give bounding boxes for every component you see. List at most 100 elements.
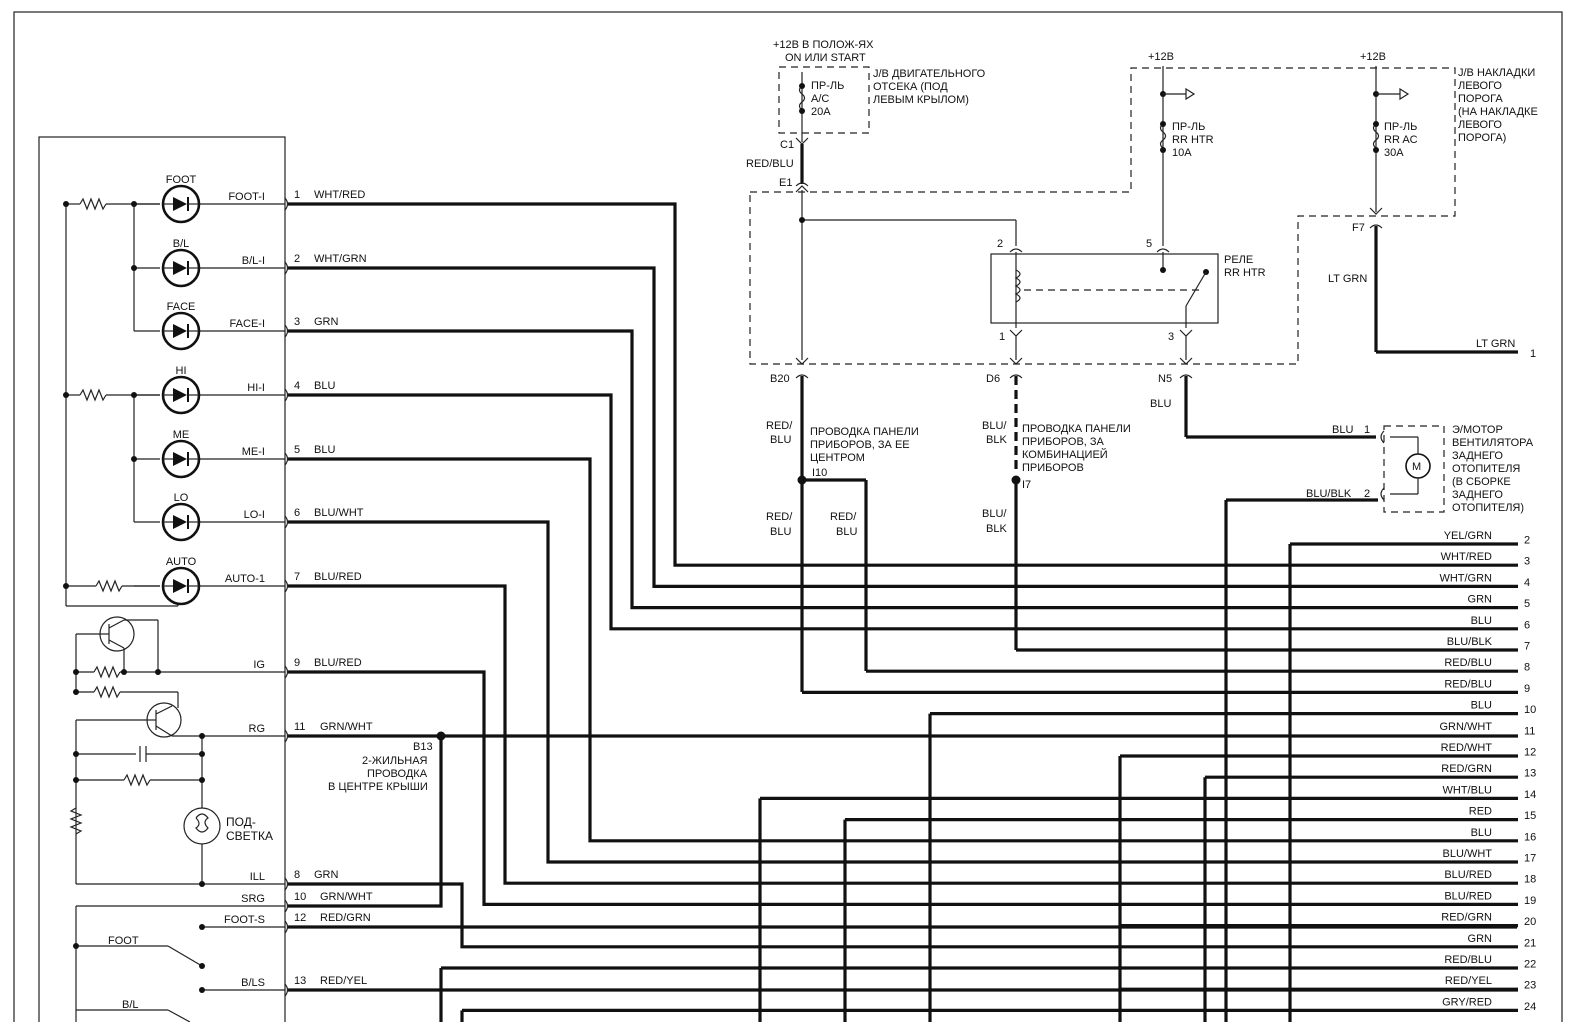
- right-pin-wire: RED/BLU: [1444, 657, 1492, 669]
- motor-wire-blu: BLU: [1332, 424, 1353, 436]
- right-pin-number: 4: [1524, 577, 1530, 589]
- pin-name: RG: [249, 723, 266, 735]
- sill-jb-2: ЛЕВОГО: [1458, 80, 1502, 92]
- wire-bl-i: [288, 266, 1518, 589]
- pin-wire-color: GRN: [314, 869, 339, 881]
- wire-blu-blk-2b: BLK: [986, 523, 1007, 535]
- sill-jb-3: ПОРОГА: [1458, 93, 1503, 105]
- led-label: HI: [176, 365, 187, 377]
- fuse-rrac-2: RR AC: [1384, 134, 1418, 146]
- led-label: LO: [174, 492, 189, 504]
- pin-number: 10: [294, 891, 306, 903]
- switch-foot-label: FOOT: [108, 935, 139, 947]
- right-pin-wire: RED: [1469, 806, 1492, 818]
- right-pin-wire: GRY/RED: [1442, 996, 1492, 1008]
- conn-c1: C1: [780, 139, 794, 151]
- right-pin-number: 16: [1524, 831, 1536, 843]
- plus12-a: +12В: [1148, 51, 1174, 63]
- fuse-rrhtr-3: 10A: [1172, 147, 1192, 159]
- led-auto-row: AUTO: [63, 556, 285, 606]
- right-pin-wire: BLU/BLK: [1447, 636, 1493, 648]
- conn-d6: D6: [986, 373, 1000, 385]
- engine-jb-1: J/B ДВИГАТЕЛЬНОГО: [873, 68, 986, 80]
- pin-number: 3: [294, 316, 300, 328]
- pin-name: B/LS: [241, 977, 265, 989]
- right-pin-wire: BLU/RED: [1444, 869, 1492, 881]
- right-pin-wire: RED/GRN: [1441, 912, 1492, 924]
- right-pin-16: BLU 16: [1471, 827, 1537, 844]
- motor-wire-blu-blk: BLU/BLK: [1306, 488, 1352, 500]
- wire-red-blu-top: RED/BLU: [746, 158, 794, 170]
- right-pin-number: 22: [1524, 959, 1536, 971]
- wire-hi-i: [288, 393, 1518, 631]
- relay-rrhtr-box: [990, 253, 1219, 324]
- led-label: B/L: [173, 238, 190, 250]
- fuse-rrhtr-icon: [1159, 123, 1167, 149]
- right-pin-number: 6: [1524, 619, 1530, 631]
- driver-circuit-dots: [73, 669, 205, 993]
- right-pin-number: 19: [1524, 895, 1536, 907]
- wire-blu-blk-1a: BLU/: [982, 420, 1007, 432]
- right-pin-number: 13: [1524, 768, 1536, 780]
- pin-number: 12: [294, 912, 306, 924]
- led-label: FACE: [167, 301, 196, 313]
- right-pin-number: 9: [1524, 683, 1530, 695]
- note-panel-cluster-2: ПРИБОРОВ, ЗА: [1022, 436, 1105, 448]
- wire-red-blu-2b: BLU: [770, 526, 791, 538]
- right-pin-wire: BLU: [1471, 827, 1492, 839]
- fuse-ac-1: ПР-ЛЬ: [811, 80, 844, 92]
- relay-pin-5: 5: [1146, 238, 1152, 250]
- roof-wiring: B13 2-ЖИЛЬНАЯ ПРОВОДКА В ЦЕНТРЕ КРЫШИ: [328, 731, 446, 793]
- lt-grn-pin: 1: [1530, 348, 1536, 360]
- fuse-ac-2: A/C: [811, 93, 829, 105]
- right-pin-wire: RED/BLU: [1444, 954, 1492, 966]
- led-label: FOOT: [166, 174, 197, 186]
- fuse-ac-icon: [798, 85, 806, 111]
- right-pin-15: RED 15: [1469, 806, 1536, 823]
- note-panel-cluster-3: КОМБИНАЦИЕЙ: [1022, 448, 1108, 461]
- right-pin-number: 8: [1524, 662, 1530, 674]
- led-hi-row: HI: [63, 365, 285, 415]
- pin-name: FOOT-I: [228, 191, 265, 203]
- right-pin-number: 11: [1524, 725, 1535, 737]
- pin-number: 5: [294, 444, 300, 456]
- sill-jb-1: J/B НАКЛАДКИ: [1458, 67, 1535, 79]
- pin-wire-color: GRN/WHT: [320, 891, 373, 903]
- wire-red-blu-3a: RED/: [830, 511, 857, 523]
- pin-wire-color: BLU/RED: [314, 571, 362, 583]
- wire-red-blu-1b: BLU: [770, 434, 791, 446]
- note-panel-cluster-4: ПРИБОРОВ: [1022, 462, 1084, 474]
- note-panel-center-1: ПРОВОДКА ПАНЕЛИ: [810, 426, 919, 438]
- pin-name: ILL: [250, 871, 265, 883]
- pin-wire-color: BLU: [314, 380, 335, 392]
- right-pin-number: 15: [1524, 810, 1536, 822]
- pin-name: IG: [253, 659, 265, 671]
- pin-wire-color: BLU/RED: [314, 657, 362, 669]
- splice-i7: [1011, 475, 1021, 485]
- pin-wire-color: GRN: [314, 316, 339, 328]
- control-unit-box: [38, 136, 286, 1022]
- sill-jb-6: ПОРОГА): [1458, 132, 1506, 144]
- motor-pin-1: 1: [1364, 424, 1370, 436]
- pin-name: LO-I: [244, 509, 265, 521]
- fuse-rrac-1: ПР-ЛЬ: [1384, 121, 1417, 133]
- right-pin-wire: BLU/WHT: [1443, 848, 1493, 860]
- pin-name: HI-I: [247, 382, 265, 394]
- pin-name: SRG: [241, 893, 265, 905]
- right-pin-number: 3: [1524, 556, 1530, 568]
- right-pin-wire: RED/BLU: [1444, 678, 1492, 690]
- conn-n5: N5: [1158, 373, 1172, 385]
- right-pin-wire: YEL/GRN: [1444, 530, 1492, 542]
